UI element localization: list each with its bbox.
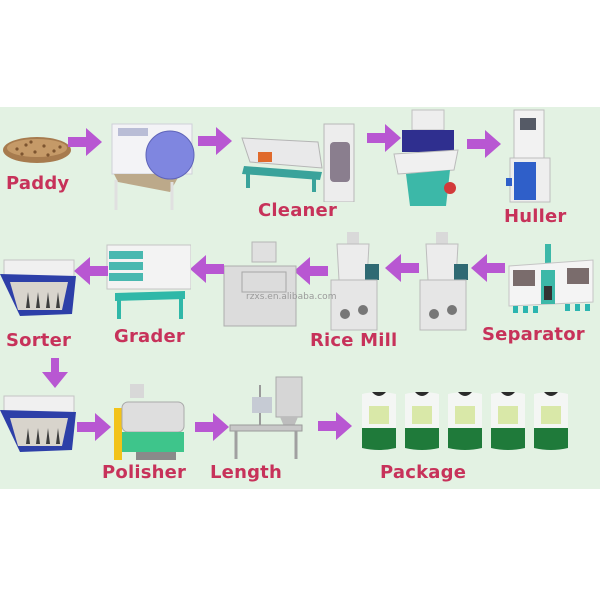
horizontal-mill-icon <box>222 240 298 330</box>
grader-icon <box>105 243 191 323</box>
flow-arrow-right <box>68 128 102 156</box>
watermark-text: rzxs.en.alibaba.com <box>246 292 337 302</box>
flow-arrow-right <box>198 127 232 155</box>
step-label-length: Length <box>210 462 282 483</box>
step-label-sorter: Sorter <box>6 330 72 351</box>
step-label-separator: Separator <box>482 324 585 345</box>
flow-arrow-right <box>77 413 111 441</box>
rice-bag-group <box>360 390 570 454</box>
rice-mill-icon <box>323 230 385 335</box>
step-label-huller: Huller <box>504 206 567 227</box>
step-label-rice-mill: Rice Mill <box>310 330 398 351</box>
step-label-package: Package <box>380 462 467 483</box>
polisher-icon <box>112 382 188 462</box>
color-sorter-icon <box>0 256 78 326</box>
flow-arrow-left <box>294 257 328 285</box>
rice-bag-icon <box>446 390 484 454</box>
flow-arrow-left <box>190 255 224 283</box>
rice-bag-icon <box>489 390 527 454</box>
flow-arrow-right <box>195 413 229 441</box>
flow-arrow-left <box>471 254 505 282</box>
paddy-grain-icon <box>2 135 72 165</box>
flow-arrow-left <box>74 257 108 285</box>
rice-bag-icon <box>532 390 570 454</box>
rice-mill-icon <box>412 230 474 335</box>
destoner-icon <box>392 108 462 218</box>
drum-cleaner-icon <box>110 120 195 210</box>
huller-icon <box>506 108 556 203</box>
step-label-grader: Grader <box>114 326 185 347</box>
color-sorter-icon <box>0 392 78 462</box>
step-label-polisher: Polisher <box>102 462 187 483</box>
flow-arrow-right <box>318 412 352 440</box>
paddy-separator-icon <box>505 240 597 320</box>
flow-arrow-right <box>467 130 501 158</box>
step-label-cleaner: Cleaner <box>258 200 338 221</box>
vibrating-cleaner-icon <box>238 122 358 202</box>
step-label-paddy: Paddy <box>6 173 70 194</box>
rice-bag-icon <box>403 390 441 454</box>
flow-arrow-right <box>367 124 401 152</box>
rice-bag-icon <box>360 390 398 454</box>
flow-arrow-left <box>385 254 419 282</box>
flow-arrow-down <box>42 358 68 388</box>
packing-machine-icon <box>228 375 304 465</box>
